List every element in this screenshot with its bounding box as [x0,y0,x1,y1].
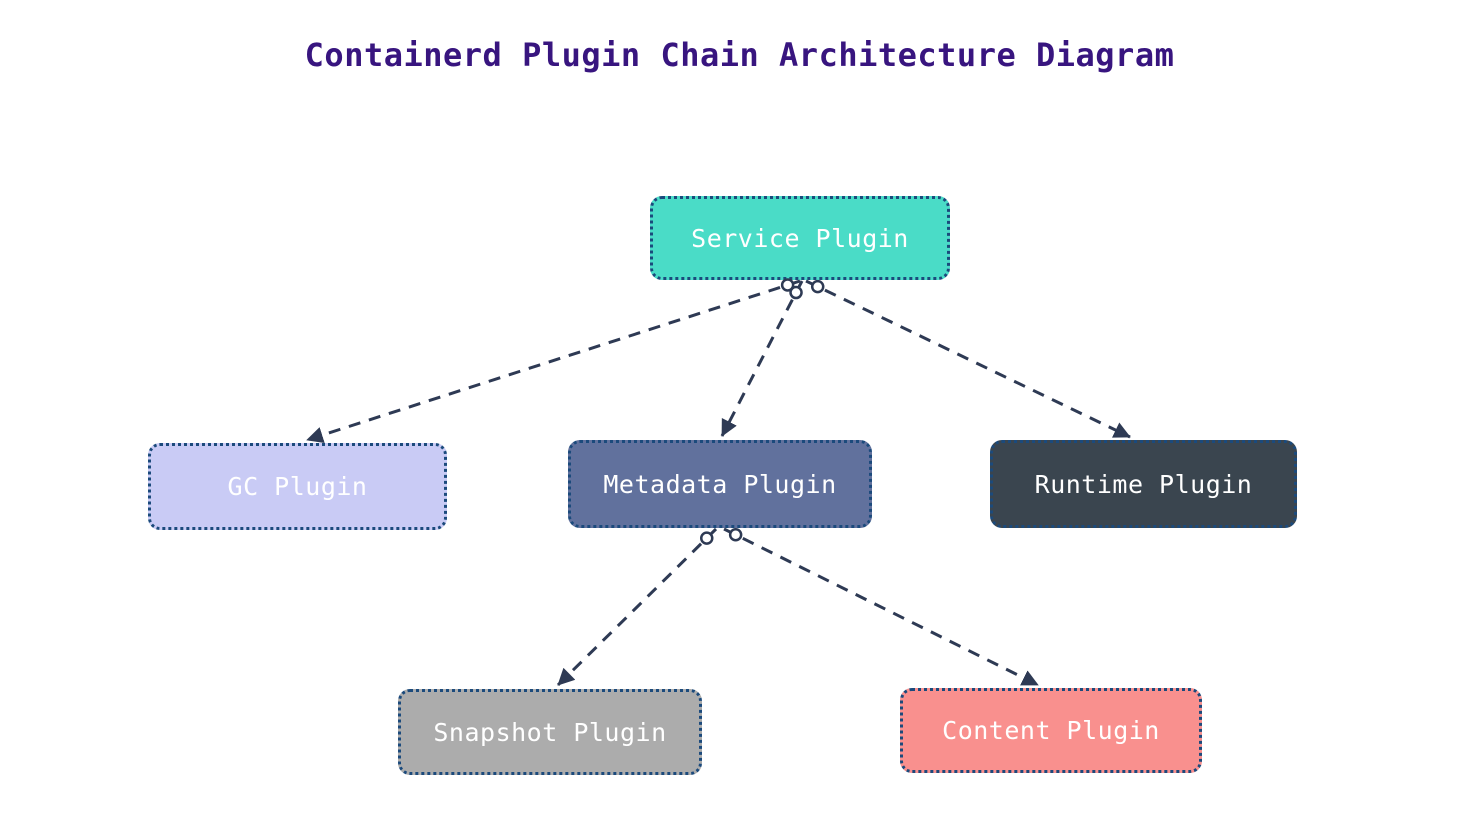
node-label: Metadata Plugin [603,469,837,499]
edge-start-circle-icon [789,285,803,300]
edge-service-plugin-to-gc-plugin [306,279,801,444]
node-label: Runtime Plugin [1034,469,1253,499]
node-label: Snapshot Plugin [433,717,667,747]
node-label: Service Plugin [691,223,909,253]
edge-service-plugin-to-metadata-plugin [720,280,804,437]
edge-metadata-plugin-to-content-plugin [723,527,1039,687]
node-metadata-plugin: Metadata Plugin [568,440,872,528]
node-snapshot-plugin: Snapshot Plugin [398,689,702,775]
node-label: GC Plugin [227,472,368,501]
diagram-title: Containerd Plugin Chain Architecture Dia… [304,36,1175,74]
edge-service-plugin-to-runtime-plugin [805,279,1131,439]
node-service-plugin: Service Plugin [650,196,950,280]
node-label: Content Plugin [942,716,1160,745]
node-gc-plugin: GC Plugin [148,443,447,530]
node-runtime-plugin: Runtime Plugin [990,440,1297,528]
node-content-plugin: Content Plugin [900,688,1202,773]
edge-start-circle-icon [780,278,795,292]
edge-start-circle-icon [699,531,714,545]
edge-start-circle-icon [810,279,825,294]
edge-metadata-plugin-to-snapshot-plugin [556,527,718,687]
edge-start-circle-icon [728,528,743,542]
